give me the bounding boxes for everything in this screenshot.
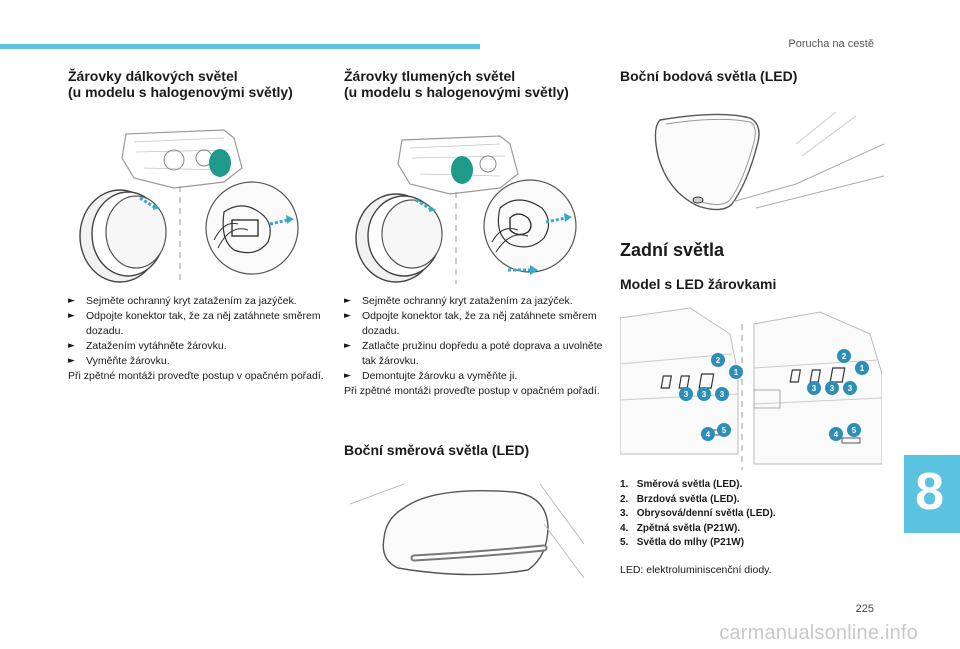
callout-3-left-c: 3 [715, 387, 729, 401]
side-spotlights-section: Boční bodová světla (LED) [620, 68, 890, 84]
arrow-right-icon: ► [68, 341, 75, 351]
high-beam-title: Žárovky dálkových světel (u modelu s hal… [68, 68, 293, 100]
list-item: ►Odpojte konektor tak, že za něj zatáhne… [68, 310, 321, 337]
side-indicators-section: Boční směrová světla (LED) [344, 442, 606, 458]
led-model-heading-block: Model s LED žárovkami [620, 276, 890, 292]
svg-text:2: 2 [842, 352, 847, 361]
arrow-right-icon: ► [68, 311, 75, 321]
svg-text:3: 3 [812, 384, 817, 393]
callout-3-left-b: 3 [697, 387, 711, 401]
svg-text:1: 1 [860, 364, 865, 373]
list-item: ►Sejměte ochranný kryt zatažením za jazý… [68, 295, 297, 307]
low-beam-illustration [355, 135, 577, 284]
rear-lights-legend-block: 1. Směrová světla (LED). 2. Brzdová svět… [620, 478, 890, 551]
side-mirror-indicator-illustration [349, 483, 585, 579]
callout-1-left: 1 [729, 365, 743, 379]
low-beam-steps: ►Sejměte ochranný kryt zatažením za jazý… [344, 294, 606, 399]
list-item: ►Zatažením vytáhněte žárovku. [68, 340, 227, 352]
arrow-right-icon: ► [344, 311, 351, 321]
callout-2-left: 2 [711, 353, 725, 367]
chapter-tab [904, 455, 960, 533]
callout-5-right: 5 [847, 423, 861, 437]
low-beam-bullet-list: ►Sejměte ochranný kryt zatažením za jazý… [344, 294, 606, 384]
list-item: 3. Obrysová/denní světla (LED). [620, 508, 776, 519]
callout-2-right: 2 [837, 349, 851, 363]
watermark: carmanualsonline.info [719, 622, 918, 644]
list-item: ►Sejměte ochranný kryt zatažením za jazý… [344, 295, 573, 307]
list-item: ►Vyměňte žárovku. [68, 355, 170, 367]
svg-text:3: 3 [848, 384, 853, 393]
callout-3-right-a: 3 [807, 381, 821, 395]
led-model-subheading: Model s LED žárovkami [620, 276, 777, 292]
arrow-right-icon: ► [344, 296, 351, 306]
side-indicators-title: Boční směrová světla (LED) [344, 442, 530, 458]
high-beam-steps: ►Sejměte ochranný kryt zatažením za jazý… [68, 294, 326, 384]
chapter-number: 8 [915, 463, 944, 521]
section-title: Porucha na cestě [788, 38, 874, 50]
arrow-right-icon: ► [68, 356, 75, 366]
rear-lights-legend: 1. Směrová světla (LED). 2. Brzdová svět… [620, 478, 890, 551]
header-accent-bar [0, 44, 480, 49]
svg-text:2: 2 [716, 356, 721, 365]
svg-text:5: 5 [852, 426, 857, 435]
list-item: 5. Světla do mlhy (P21W) [620, 537, 745, 548]
high-beam-bullet-list: ►Sejměte ochranný kryt zatažením za jazý… [68, 294, 326, 369]
rear-lights-heading-block: Zadní světla [620, 240, 890, 261]
high-beam-illustration [79, 129, 299, 284]
svg-text:3: 3 [830, 384, 835, 393]
low-beam-title: Žárovky tlumených světel (u modelu s hal… [344, 68, 569, 100]
arrow-right-icon: ► [344, 341, 351, 351]
svg-text:4: 4 [834, 430, 839, 439]
low-beam-note: Při zpětné montáži proveďte postup v opa… [344, 385, 600, 397]
svg-text:1: 1 [734, 368, 739, 377]
page-number: 225 [855, 603, 874, 615]
svg-text:4: 4 [706, 430, 711, 439]
rear-lights-illustration: 2 1 3 3 3 4 5 2 1 3 3 3 4 5 [620, 307, 882, 470]
mirror-spotlight-illustration [654, 111, 884, 211]
column-low-beam: Žárovky tlumených světel (u modelu s hal… [344, 68, 606, 100]
led-note: LED: elektroluminiscenční diody. [620, 564, 772, 576]
list-item: 4. Zpětná světla (P21W). [620, 522, 741, 534]
side-spotlights-title: Boční bodová světla (LED) [620, 68, 798, 84]
list-item: 1. Směrová světla (LED). [620, 479, 743, 490]
svg-text:3: 3 [684, 390, 689, 399]
arrow-right-icon: ► [344, 371, 351, 381]
callout-3-right-b: 3 [825, 381, 839, 395]
high-beam-note: Při zpětné montáži proveďte postup v opa… [68, 370, 324, 382]
callout-4-right: 4 [829, 427, 843, 441]
svg-text:5: 5 [722, 426, 727, 435]
callout-3-right-c: 3 [843, 381, 857, 395]
callout-5-left: 5 [717, 423, 731, 437]
list-item: ►Zatlačte pružinu dopředu a poté doprava… [344, 340, 603, 367]
callout-4-left: 4 [701, 427, 715, 441]
callout-1-right: 1 [855, 361, 869, 375]
column-high-beam: Žárovky dálkových světel (u modelu s hal… [68, 68, 326, 100]
callout-3-left-a: 3 [679, 387, 693, 401]
list-item: 2. Brzdová světla (LED). [620, 493, 740, 505]
arrow-right-icon: ► [68, 296, 75, 306]
list-item: ►Demontujte žárovku a vyměňte ji. [344, 370, 518, 382]
svg-text:3: 3 [720, 390, 725, 399]
svg-text:3: 3 [702, 390, 707, 399]
list-item: ►Odpojte konektor tak, že za něj zatáhne… [344, 310, 597, 337]
rear-lights-heading: Zadní světla [620, 240, 725, 260]
